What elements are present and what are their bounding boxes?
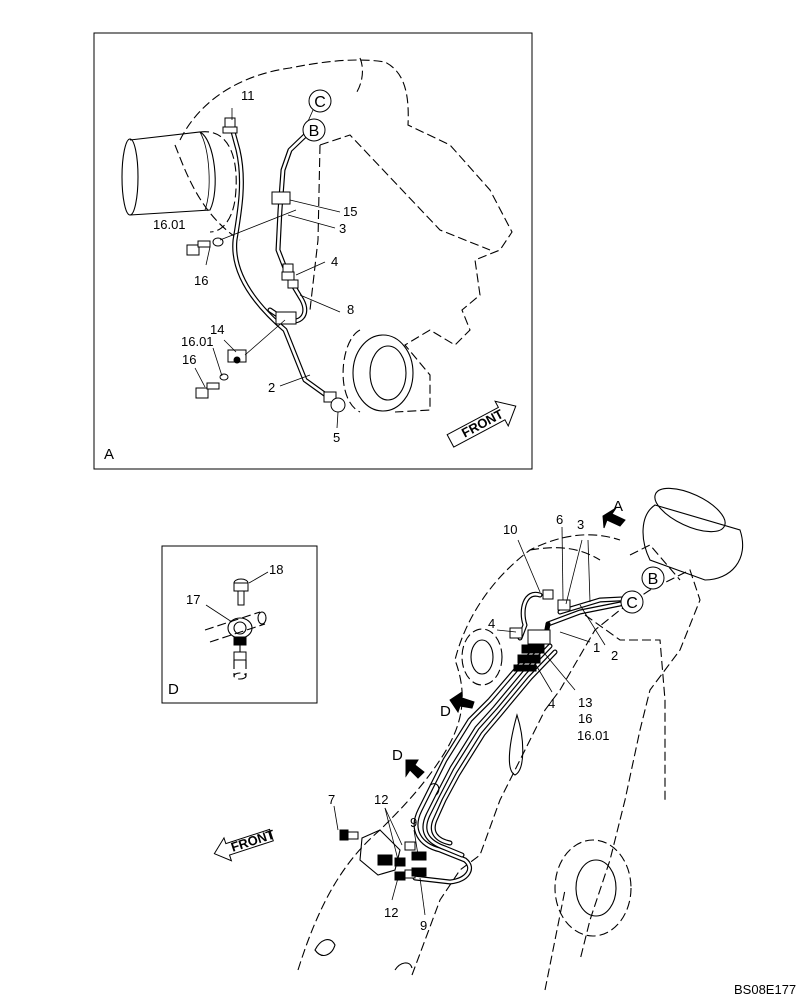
ref-c-label-main: C (626, 595, 638, 612)
fitting-4-main-left (509, 627, 523, 639)
view-arrow-a-label: A (613, 498, 623, 515)
part-label-2-main: 2 (611, 648, 618, 663)
view-arrow-a: A (602, 498, 626, 529)
bolt-16-a (186, 237, 224, 256)
view-arrow-d-lower-label: D (392, 747, 403, 764)
part-label-9-b: 9 (420, 918, 427, 933)
part-label-16-a: 16 (194, 273, 208, 288)
part-label-9-a: 9 (410, 815, 417, 830)
part-label-12-a: 12 (374, 792, 388, 807)
part-label-11: 11 (241, 88, 255, 103)
part-label-4-main-a: 4 (488, 616, 495, 631)
ref-circle-b-main: B (641, 566, 665, 590)
ref-circle-c-a: C (304, 89, 332, 129)
part-label-2-a: 2 (268, 380, 275, 395)
boss-main-upper (461, 628, 503, 686)
fittings-12 (394, 857, 406, 867)
clamp-17 (204, 611, 267, 646)
fitting-4-a (281, 271, 295, 281)
front-label-main: FRONT (229, 827, 276, 855)
fittings-4-main (521, 644, 545, 654)
part-label-12-b: 12 (384, 905, 398, 920)
fitting-6 (557, 599, 571, 611)
clamp-8 (275, 311, 297, 325)
part-label-7: 7 (328, 792, 335, 807)
part-label-10: 10 (503, 522, 517, 537)
part-label-3: 3 (339, 221, 346, 236)
cap-5 (330, 397, 346, 413)
block-7 (339, 829, 401, 876)
ref-b-label: B (309, 123, 320, 140)
fittings-9 (411, 851, 427, 861)
part-label-13: 13 (578, 695, 592, 710)
panel-d-label: D (168, 681, 179, 698)
cylinder-main (642, 504, 744, 581)
view-arrow-d-lower: D (392, 747, 425, 779)
front-arrow-main: FRONT (213, 827, 276, 862)
clamp-13 (527, 629, 551, 645)
part-label-6: 6 (556, 512, 563, 527)
part-label-15: 15 (343, 204, 357, 219)
part-label-14: 14 (210, 322, 224, 337)
part-label-8: 8 (347, 302, 354, 317)
drawing-code: BS08E177 (734, 982, 796, 997)
part-label-16-01-main: 16.01 (577, 728, 610, 743)
arm-outline-main (411, 569, 701, 976)
part-label-16-01-a: 16.01 (153, 217, 186, 232)
cylinder-a (129, 131, 216, 216)
ref-circle-c-main: C (620, 590, 644, 614)
ref-circle-b-a: B (302, 118, 326, 142)
ref-c-label: C (314, 94, 326, 111)
bolt-16-b (195, 373, 229, 399)
detail-d-panel: 18 17 D (161, 545, 318, 704)
view-arrow-d-upper-label: D (440, 703, 451, 720)
part-label-5: 5 (333, 430, 340, 445)
view-arrow-d-upper: D (440, 691, 475, 720)
part-label-1: 1 (593, 640, 600, 655)
detail-a-panel: C B FRONT 11 15 3 16.01 16 4 8 14 16.01 … (93, 32, 533, 470)
boss-main-lower (554, 839, 632, 937)
part-label-3-main: 3 (577, 517, 584, 532)
fitting-10 (542, 589, 554, 600)
part-label-16-b: 16 (182, 352, 196, 367)
ref-b-label-main: B (648, 571, 659, 588)
pipe-bundle (412, 637, 558, 885)
clamp-14 (227, 349, 247, 364)
boss-a (342, 329, 414, 413)
arm-outline-a (179, 59, 513, 413)
part-label-4-a: 4 (331, 254, 338, 269)
bolt-18 (233, 578, 249, 606)
panel-a-label: A (104, 446, 114, 463)
part-label-4-main-b: 4 (548, 696, 555, 711)
clamp-15 (271, 191, 291, 205)
part-label-17: 17 (186, 592, 200, 607)
part-label-18: 18 (269, 562, 283, 577)
part-label-16-01-b: 16.01 (181, 334, 214, 349)
part-label-16-main: 16 (578, 711, 592, 726)
